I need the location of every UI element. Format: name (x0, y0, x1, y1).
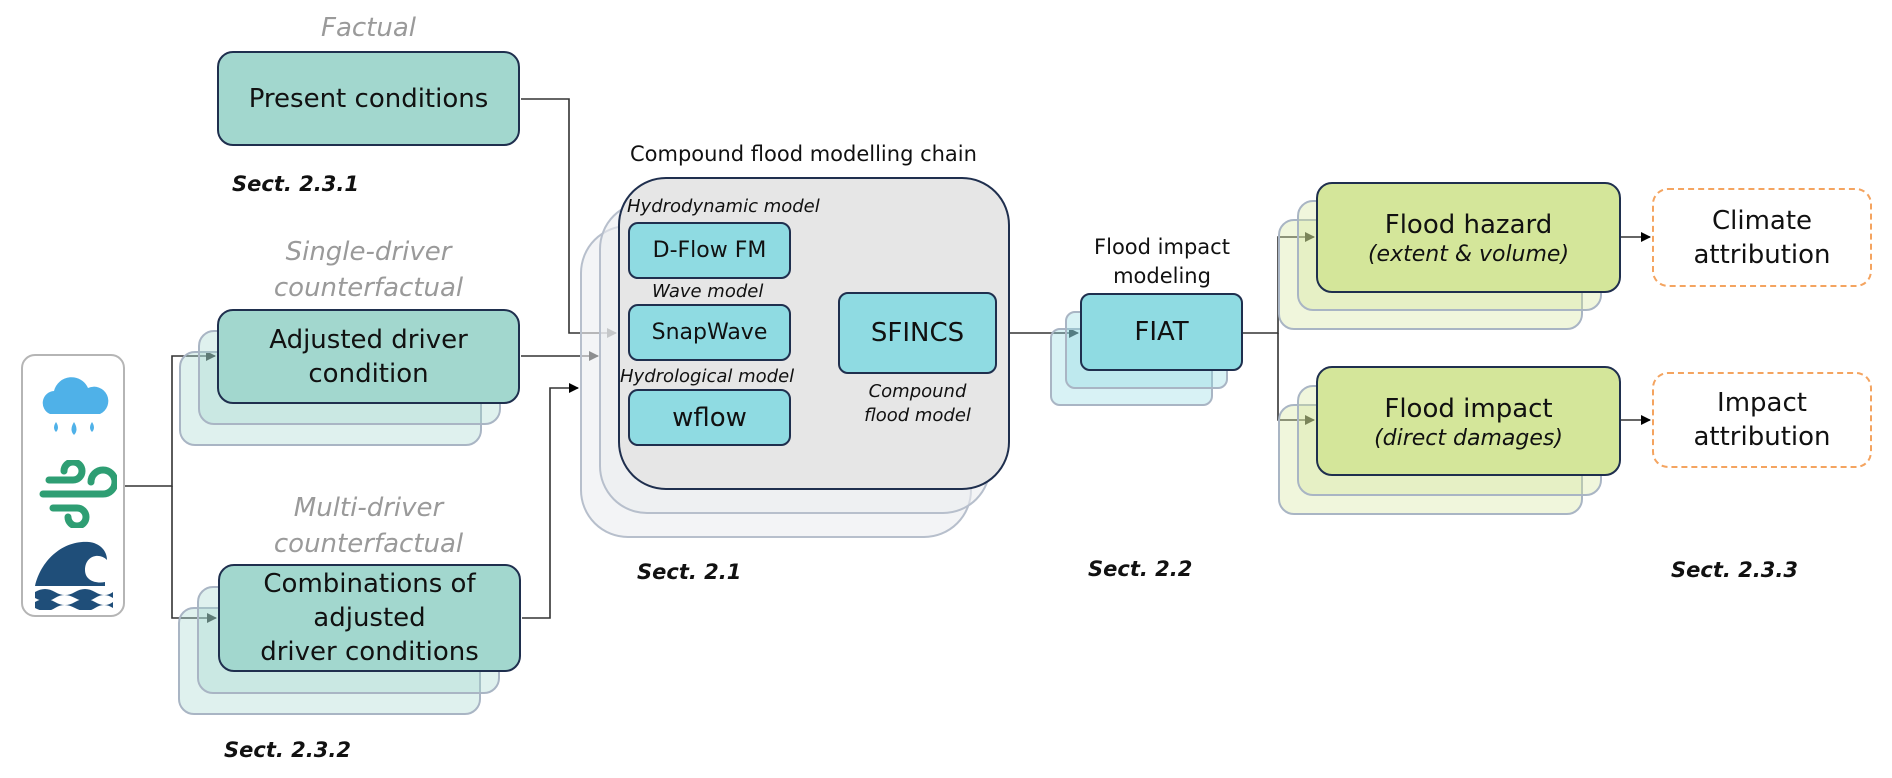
hydrological-model-label: Hydrological model (620, 366, 795, 387)
multi-driver-heading-line2: counterfactual (273, 529, 464, 559)
flood-hazard-title: Flood hazard (1384, 210, 1553, 240)
fiat-box[interactable]: FIAT (1080, 293, 1243, 371)
flood-hazard-subtitle: (extent & volume) (1367, 242, 1570, 267)
flood-impact-box[interactable]: Flood impact (direct damages) (1316, 366, 1621, 476)
flood-hazard-box[interactable]: Flood hazard (extent & volume) (1316, 182, 1621, 293)
section-2-1: Sect. 2.1 (637, 560, 742, 584)
present-conditions-box[interactable]: Present conditions (217, 51, 520, 146)
sfincs-box[interactable]: SFINCS (838, 292, 997, 374)
climate-attribution-line2: attribution (1693, 239, 1831, 270)
combinations-label-line2: adjusted (313, 603, 426, 633)
wave-model-label: Wave model (652, 281, 764, 302)
present-conditions-label: Present conditions (248, 83, 489, 114)
wflow-label: wflow (672, 402, 747, 433)
sfincs-label: SFINCS (870, 318, 965, 348)
wave-icon (35, 541, 113, 610)
adjusted-driver-label-line2: condition (308, 358, 429, 389)
climate-attribution-box[interactable]: Climate attribution (1652, 188, 1872, 287)
factual-heading: Factual (320, 13, 416, 43)
section-2-3-3: Sect. 2.3.3 (1671, 558, 1798, 582)
compound-caption-line2: flood model (864, 405, 971, 426)
wflow-box[interactable]: wflow (628, 389, 791, 446)
dflow-fm-box[interactable]: D-Flow FM (628, 222, 791, 279)
dflow-fm-label: D-Flow FM (652, 238, 767, 263)
connector-drivers-multi (171, 486, 217, 623)
flood-impact-modeling-title: Flood impact modeling (1061, 233, 1263, 291)
compound-flood-model-caption: Compound flood model (838, 380, 997, 428)
adjusted-driver-box[interactable]: Adjusted driver condition (217, 309, 520, 404)
hydrodynamic-model-label: Hydrodynamic model (627, 196, 820, 217)
climate-attribution-line1: Climate (1711, 205, 1813, 236)
drivers-panel (21, 354, 125, 617)
fiat-label: FIAT (1134, 317, 1189, 347)
impact-attribution-line1: Impact (1717, 388, 1807, 418)
multi-driver-heading-line1: Multi-driver (293, 493, 444, 523)
single-driver-heading: Single-driver counterfactual (217, 234, 520, 306)
impact-attribution-line2: attribution (1693, 422, 1831, 452)
combinations-label-line3: driver conditions (260, 637, 479, 667)
combinations-box[interactable]: Combinations of adjusted driver conditio… (218, 564, 521, 672)
section-2-3-1: Sect. 2.3.1 (232, 172, 359, 196)
impact-attribution-box[interactable]: Impact attribution (1652, 372, 1872, 468)
impact-title-line2: modeling (1113, 264, 1211, 288)
single-driver-heading-line1: Single-driver (285, 237, 452, 267)
flood-impact-subtitle: (direct damages) (1374, 425, 1563, 451)
section-2-3-2: Sect. 2.3.2 (224, 738, 351, 762)
wind-icon (39, 460, 117, 528)
section-2-2: Sect. 2.2 (1088, 557, 1193, 581)
connector-combinations (522, 383, 579, 619)
snapwave-box[interactable]: SnapWave (628, 304, 791, 361)
adjusted-driver-label-line1: Adjusted driver (269, 324, 468, 355)
single-driver-heading-line2: counterfactual (273, 273, 464, 303)
impact-title-line1: Flood impact (1094, 235, 1230, 259)
snapwave-label: SnapWave (651, 320, 768, 345)
rain-cloud-icon (42, 377, 109, 435)
chain-title: Compound flood modelling chain (630, 142, 977, 166)
multi-driver-heading: Multi-driver counterfactual (217, 490, 520, 562)
combinations-label-line1: Combinations of (263, 569, 476, 599)
compound-caption-line1: Compound (868, 381, 967, 402)
flood-impact-title: Flood impact (1384, 393, 1553, 424)
